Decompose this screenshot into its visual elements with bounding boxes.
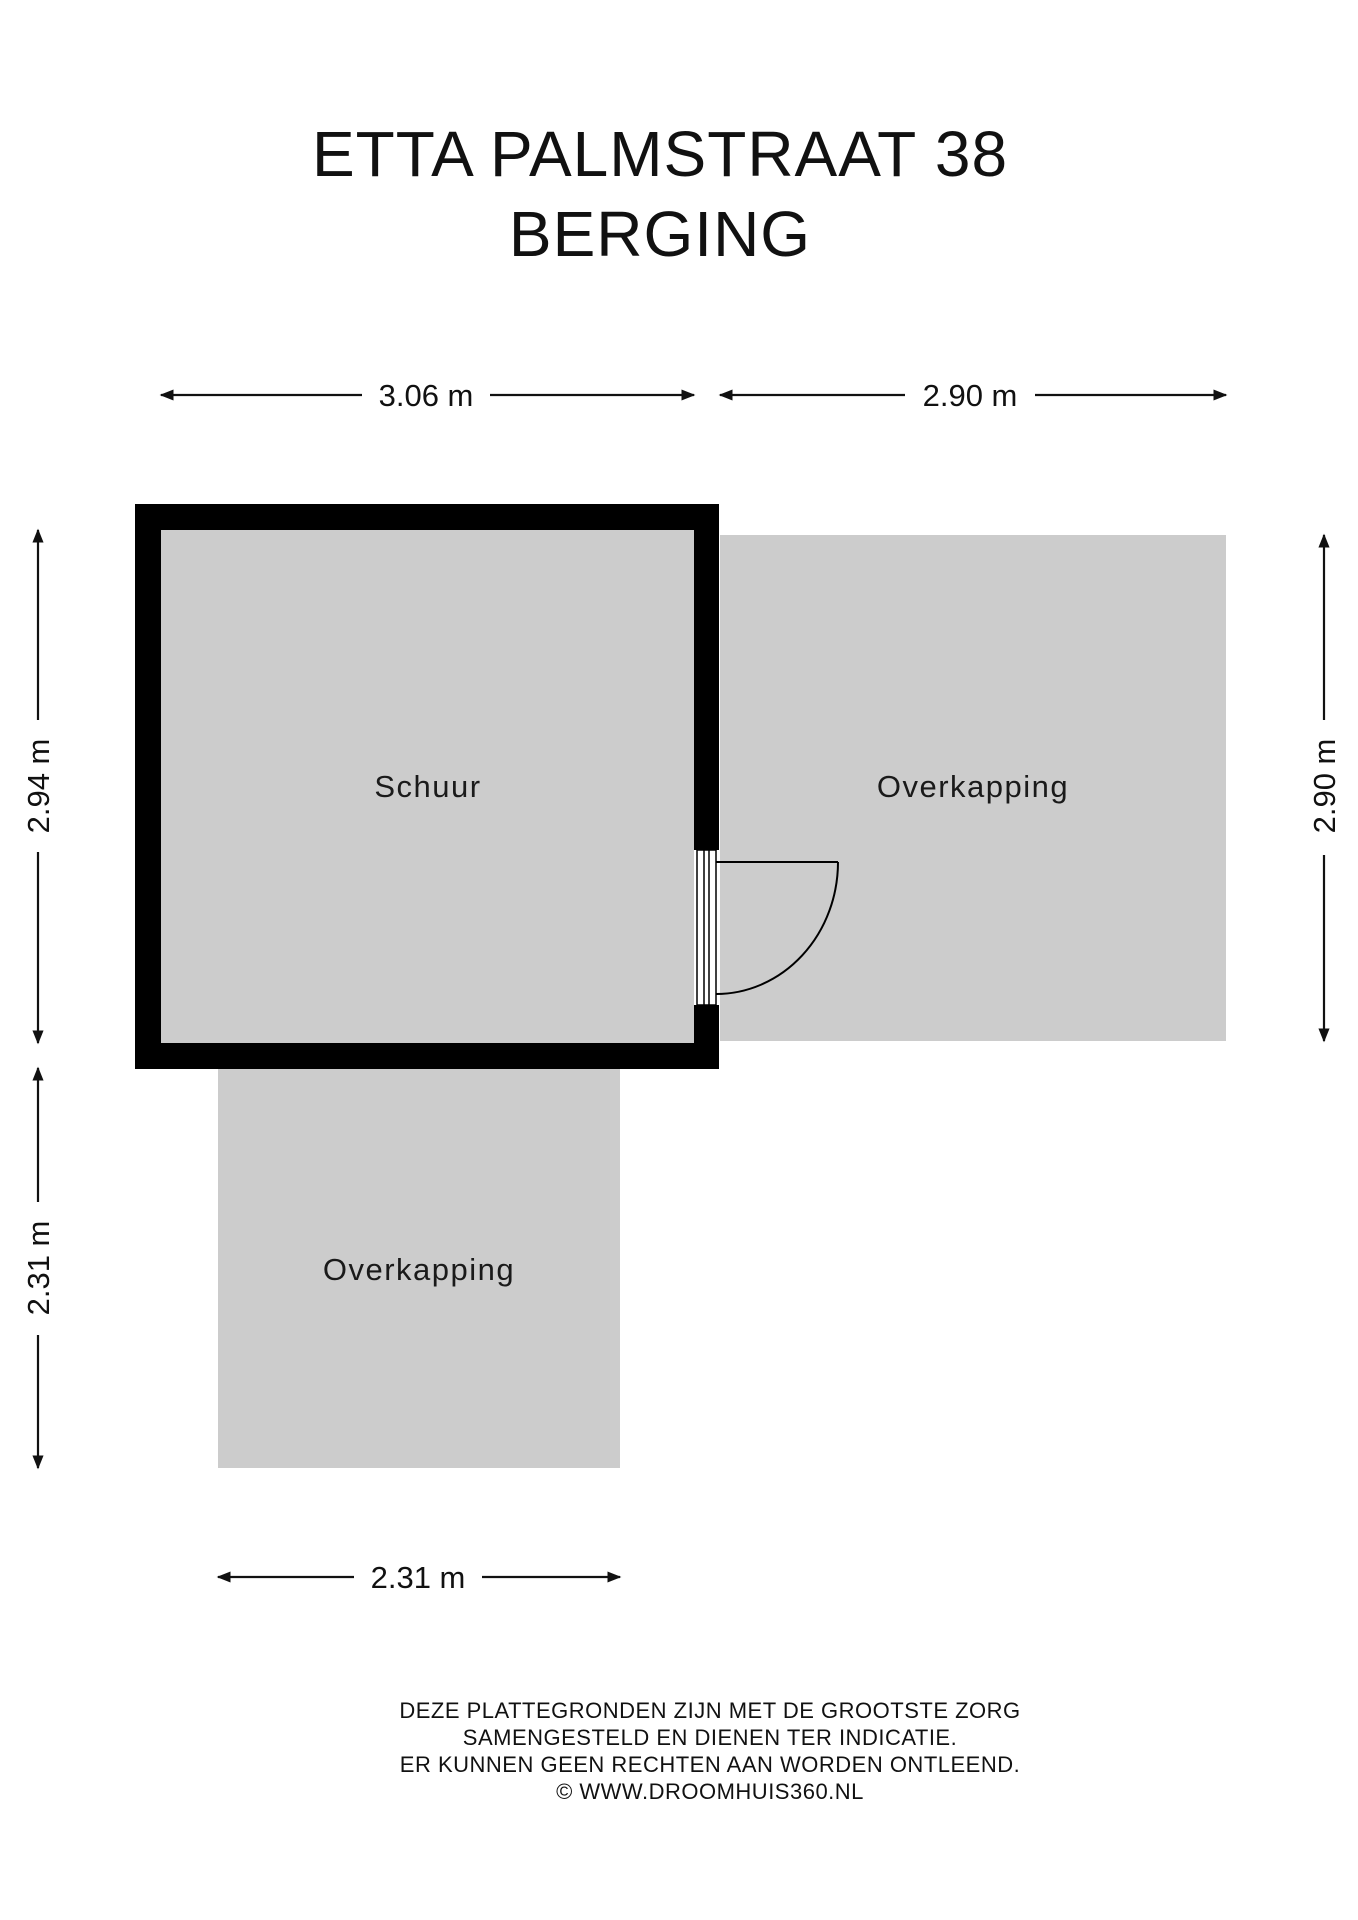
page-title: ETTA PALMSTRAAT 38	[311, 118, 1009, 190]
dim-label-left-upper: 2.94 m	[21, 739, 56, 834]
disclaimer-line-1: DEZE PLATTEGRONDEN ZIJN MET DE GROOTSTE …	[399, 1698, 1021, 1723]
overkapping-bottom-area	[218, 1068, 620, 1468]
room-label-overkapping-bottom: Overkapping	[323, 1252, 515, 1287]
disclaimer-line-4: © WWW.DROOMHUIS360.NL	[556, 1779, 864, 1804]
dim-label-bottom: 2.31 m	[371, 1560, 466, 1595]
schuur-area	[161, 530, 694, 1043]
schuur-walls	[135, 504, 719, 1069]
dim-label-right: 2.90 m	[1307, 739, 1342, 834]
dim-label-top-right: 2.90 m	[923, 378, 1018, 413]
disclaimer-line-3: ER KUNNEN GEEN RECHTEN AAN WORDEN ONTLEE…	[399, 1752, 1021, 1777]
disclaimer: DEZE PLATTEGRONDEN ZIJN MET DE GROOTSTE …	[0, 1697, 1358, 1805]
overkapping-right-area	[720, 535, 1226, 1041]
room-label-overkapping-right: Overkapping	[877, 769, 1069, 804]
dim-label-top-left: 3.06 m	[379, 378, 474, 413]
disclaimer-line-2: SAMENGESTELD EN DIENEN TER INDICATIE.	[462, 1725, 958, 1750]
room-label-schuur: Schuur	[374, 769, 481, 804]
page-subtitle: BERGING	[508, 198, 812, 270]
dim-label-left-lower: 2.31 m	[21, 1221, 56, 1316]
door	[696, 849, 839, 1006]
